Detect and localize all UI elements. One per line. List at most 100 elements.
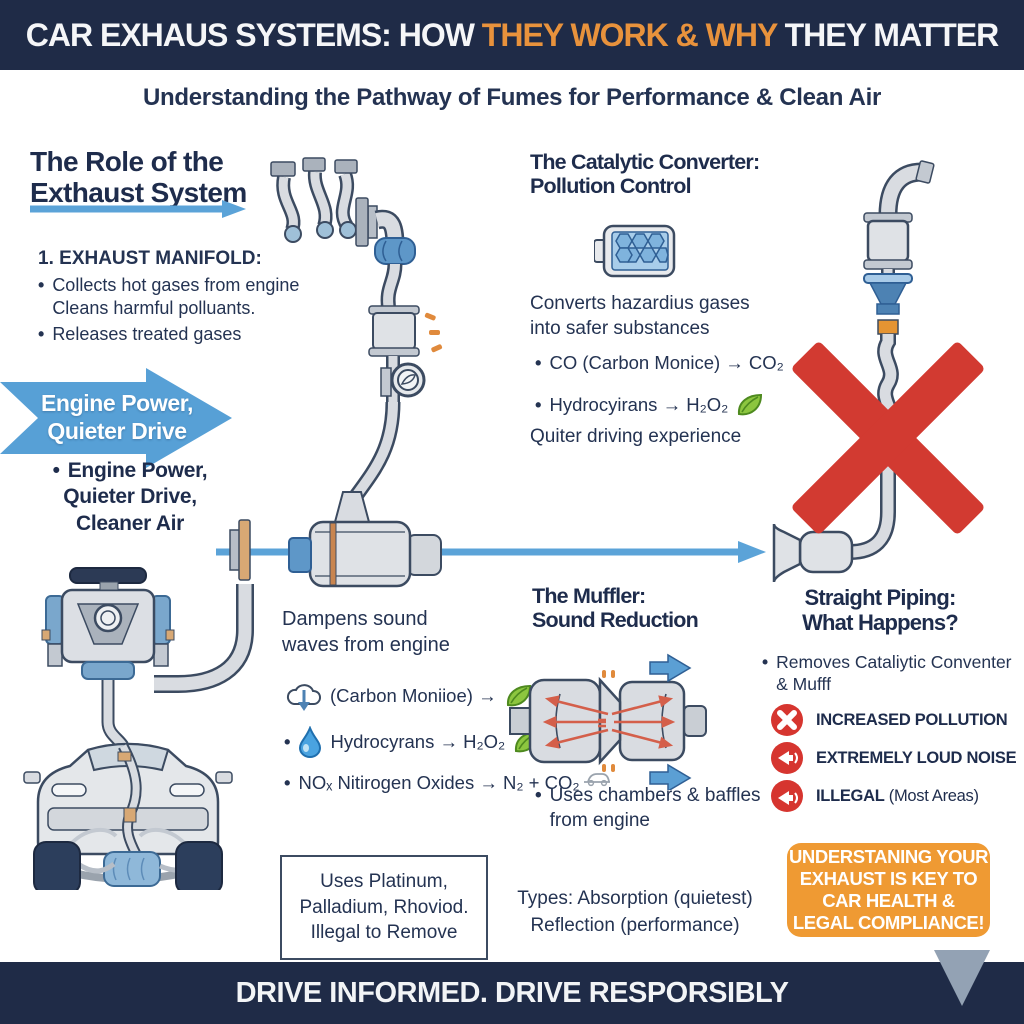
reaction-2-text: Hydrocyrans → H₂O₂ <box>330 731 506 752</box>
bullet-marker: • <box>535 785 542 806</box>
muffler-types: Types: Absorption (quietest) Reflection … <box>505 886 765 939</box>
warning-3-bold: ILLEGAL <box>816 786 885 805</box>
straight-piping-heading: Straight Piping: What Happens? <box>780 585 980 635</box>
x-circle-icon <box>771 704 803 736</box>
bullet-marker: • <box>38 275 45 295</box>
car-icon <box>23 742 233 890</box>
benefits-list: •Engine Power, Quieter Drive, Cleaner Ai… <box>38 458 222 537</box>
catalytic-bullet-1-text: CO (Carbon Monice) → CO₂ <box>549 352 784 373</box>
muffler-bullet-text: Uses chambers & baffles from engine <box>549 785 761 831</box>
cta-box: UNDERSTANING YOUR EXHAUST IS KEY TO CAR … <box>787 843 990 937</box>
role-heading-line2: Exthaust System <box>30 177 247 209</box>
subtitle: Understanding the Pathway of Fumes for P… <box>143 84 881 111</box>
footer-bar: DRIVE INFORMED. DRIVE RESPORSIBLY <box>0 962 1024 1024</box>
sound-wave-arrows-icon <box>542 695 676 749</box>
reaction-row-1: (Carbon Moniioe) → <box>284 680 533 712</box>
flow-out-arrow-icon <box>649 653 692 790</box>
catalytic-heading-line2: Pollution Control <box>530 174 692 199</box>
note-line-1: Uses Platinum, <box>320 871 448 892</box>
arrow-label: Engine Power, Quieter Drive <box>34 390 200 445</box>
wheel-icon <box>175 841 223 890</box>
catalytic-converter-icon <box>594 224 676 278</box>
exhaust-assembly-illustration <box>270 157 443 588</box>
orange-sensor-band-icon <box>877 319 899 335</box>
catalytic-footnote: Quiter driving experience <box>530 426 742 447</box>
cta-line-4: LEGAL COMPLIANCE! <box>792 911 985 933</box>
title-post: THEY MATTER <box>776 16 1000 53</box>
benefit-3: Cleaner Air <box>76 511 184 535</box>
arrow-label-line1: Engine Power, <box>40 390 193 416</box>
catalytic-bullet-1: • CO (Carbon Monice) → CO₂ <box>535 352 784 374</box>
reaction-1-text: (Carbon Moniioe) → <box>330 685 497 706</box>
catalytic-description: Converts hazardius gases into safer subs… <box>530 293 750 339</box>
engine-car-illustration <box>23 519 254 890</box>
bullet-marker: • <box>38 323 45 344</box>
catalytic-bullet-2-text: Hydrocyirans → H₂O₂ <box>549 394 729 415</box>
gauge-icon <box>380 362 426 398</box>
straight-bullet: • Removes Cataliytic Conventer & Mufff <box>762 652 1012 696</box>
warning-3-label: ILLEGAL (Most Areas) <box>816 787 979 806</box>
car-sketch-icon <box>583 773 610 787</box>
benefit-line-1: •Engine Power, <box>38 458 222 484</box>
warning-row-2: EXTREMELY LOUD NOISE <box>770 741 1017 775</box>
reaction-3-text: NOₓ Nitirogen Oxides → N₂ + CO₂ <box>298 772 580 793</box>
warning-1-label: INCREASED POLLUTION <box>816 710 1008 729</box>
straight-bullet-text: Removes Cataliytic Conventer & Mufff <box>776 652 1012 694</box>
bullet-marker: • <box>535 394 542 415</box>
bullet-marker: • <box>762 652 769 672</box>
straight-pipe-illustration <box>772 160 984 583</box>
megaphone-icon <box>771 780 803 812</box>
title-accent: THEY WORK & WHY <box>481 16 778 53</box>
manifold-bullet-2-text: Releases treated gases <box>52 323 242 344</box>
chevron-down-icon <box>934 950 990 1006</box>
under-muffler-icon <box>103 851 161 887</box>
role-heading: The Role of the Exthaust System <box>30 146 247 209</box>
funnel-hanger-icon <box>863 273 913 315</box>
benefit-2: Quieter Drive, <box>63 485 197 509</box>
manifold-title: EXHAUST MANIFOLD: <box>59 248 262 269</box>
muffler-heading: The Muffler: Sound Reduction <box>532 584 699 633</box>
note-line-3: Illegal to Remove <box>310 922 458 944</box>
bullet-marker: • <box>284 772 291 793</box>
warning-2-label: EXTREMELY LOUD NOISE <box>816 748 1017 767</box>
catalytic-heading-line1: The Catalytic Converter: <box>530 150 760 174</box>
manifold-bullet-2: • Releases treated gases <box>38 323 300 346</box>
flange-icon <box>238 519 251 581</box>
reaction-row-3: • NOₓ Nitirogen Oxides → N₂ + CO₂ <box>284 772 612 794</box>
manifold-pipes-icon <box>270 157 358 243</box>
muffler-heading-line1: The Muffler: <box>532 584 646 608</box>
header-bar: CAR EXHAUS SYSTEMS: HOW THEY WORK & WHY … <box>0 0 1024 70</box>
arrow-label-line2: Quieter Drive <box>47 417 187 444</box>
inline-converter-icon <box>368 305 420 357</box>
heat-marks-icon <box>602 670 615 772</box>
muffler-cutaway-icon <box>509 653 707 790</box>
title-pre: CAR EXHAUS SYSTEMS: HOW <box>25 16 482 53</box>
warning-row-3: ILLEGAL (Most Areas) <box>770 779 979 813</box>
catalytic-bullet-2: • Hydrocyirans → H₂O₂ <box>535 392 764 418</box>
cta-line-3: CAR HEALTH & <box>822 890 955 911</box>
cta-line-2: EXHAUST IS KEY TO <box>799 868 978 890</box>
manifold-number: 1. <box>38 248 54 269</box>
platinum-note-box: Uses Platinum, Palladium, Rhoviod. Illeg… <box>280 855 488 960</box>
bullet-marker: • <box>535 352 542 373</box>
bullet-marker: • <box>284 731 291 752</box>
cta-line-1: UNDERSTANING YOUR <box>788 846 989 868</box>
droplet-icon <box>299 726 322 758</box>
wheel-icon <box>33 841 81 890</box>
leaf-icon <box>506 684 531 707</box>
straight-heading-line1: Straight Piping: <box>804 585 957 610</box>
main-muffler-icon <box>288 520 442 588</box>
big-blue-arrow-icon <box>0 368 232 468</box>
exhaust-tip-icon <box>772 523 802 583</box>
role-heading-line1: The Role of the <box>30 146 224 177</box>
muffler-heading-line2: Sound Reduction <box>532 608 699 633</box>
manifold-bullet-1-text: Collects hot gases from engine Cleans ha… <box>52 275 300 319</box>
cloud-down-icon <box>286 684 321 711</box>
manifold-title-row: 1. EXHAUST MANIFOLD: <box>38 248 300 270</box>
flex-coupling-icon <box>374 237 416 265</box>
manifold-list: 1. EXHAUST MANIFOLD: • Collects hot gase… <box>38 248 300 348</box>
straight-heading-line2: What Happens? <box>802 609 959 635</box>
page-title: CAR EXHAUS SYSTEMS: HOW THEY WORK & WHY … <box>25 16 1000 54</box>
muffler-type-2: Reflection (performance) <box>530 914 740 936</box>
muffler-type-1: Types: Absorption (quietest) <box>517 888 753 909</box>
